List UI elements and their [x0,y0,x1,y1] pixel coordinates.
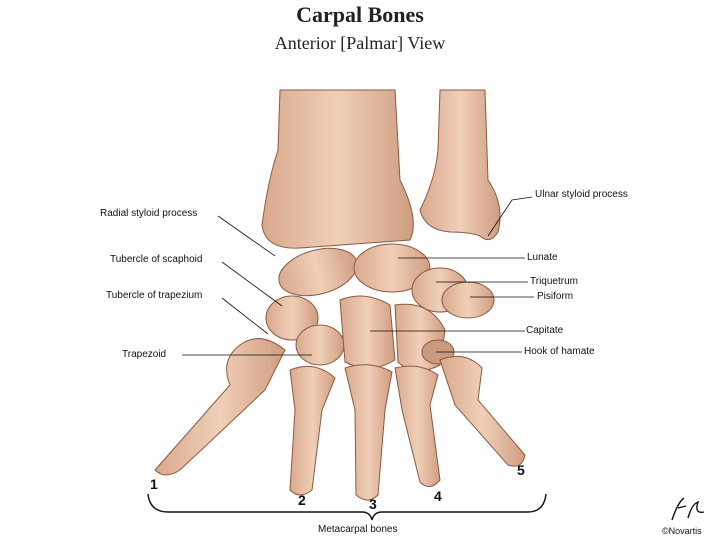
lunate-bone [353,243,431,293]
metacarpal-3 [344,364,393,501]
radius-bone [261,89,414,249]
label-capitate: Capitate [526,325,564,336]
label-hook-of-hamate: Hook of hamate [524,346,595,357]
label-lunate: Lunate [527,252,558,263]
label-ulnar-styloid-process: Ulnar styloid process [535,189,628,200]
netter-signature-logo [671,497,705,521]
label-pisiform: Pisiform [537,291,574,302]
leader-tubercle-trapezium [221,297,269,335]
metacarpal-4 [394,365,441,487]
leader-radial-styloid [217,215,276,257]
metacarpal-number-3: 3 [369,496,377,512]
metacarpal-5 [439,355,526,467]
leader-ulnar-styloid [487,196,533,237]
label-metacarpal-bones: Metacarpal bones [318,524,398,535]
metacarpal-number-2: 2 [298,492,306,508]
label-tubercle-of-scaphoid: Tubercle of scaphoid [110,254,203,265]
label-trapezoid: Trapezoid [122,349,167,360]
label-radial-styloid-process: Radial styloid process [100,208,198,219]
diagram-subtitle: Anterior [Palmar] View [274,33,446,53]
label-tubercle-of-trapezium: Tubercle of trapezium [106,290,203,301]
credit-text: ©Novartis [662,526,702,536]
metacarpal-number-1: 1 [150,476,158,492]
diagram-title: Carpal Bones [296,2,424,27]
label-triquetrum: Triquetrum [530,276,578,287]
metacarpal-1 [154,338,286,476]
metacarpal-brace [147,493,547,521]
metacarpal-number-5: 5 [517,462,525,478]
metacarpal-2 [289,365,336,496]
metacarpal-number-4: 4 [434,488,442,504]
leader-tubercle-scaphoid [221,261,283,307]
